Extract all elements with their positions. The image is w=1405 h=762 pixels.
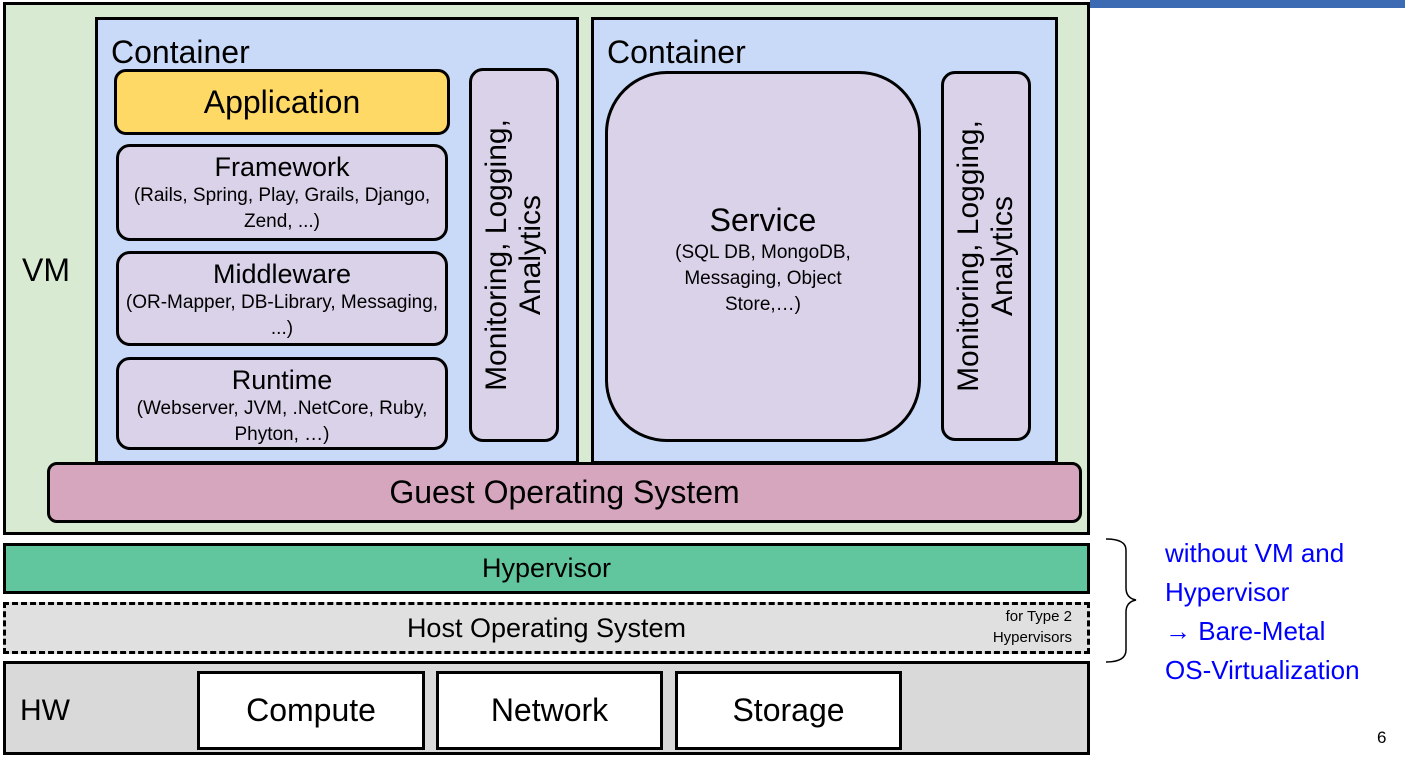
runtime-layer: Runtime (Webserver, JVM, .NetCore, Ruby,…	[116, 357, 448, 450]
bare-metal-note: without VM and Hypervisor → Bare-Metal O…	[1165, 538, 1360, 685]
network-box: Network	[436, 671, 663, 750]
host-os-layer: Host Operating System	[3, 602, 1090, 654]
monitoring-box-1: Monitoring, Logging, Analytics	[469, 68, 559, 442]
middleware-examples: (OR-Mapper, DB-Library, Messaging, ...)	[125, 292, 439, 339]
vm-label: VM	[22, 252, 70, 288]
monitoring-label-2: Monitoring, Logging, Analytics	[952, 120, 1019, 392]
monitoring-label-1: Monitoring, Logging, Analytics	[480, 119, 547, 391]
container-2-title: Container	[607, 34, 746, 70]
application-box: Application	[114, 69, 450, 135]
service-examples: (SQL DB, MongoDB, Messaging, Object Stor…	[675, 242, 851, 315]
runtime-examples: (Webserver, JVM, .NetCore, Ruby, Phyton,…	[136, 398, 428, 445]
framework-layer: Framework (Rails, Spring, Play, Grails, …	[116, 144, 448, 241]
monitoring-box-2: Monitoring, Logging, Analytics	[941, 71, 1031, 441]
middleware-title: Middleware	[212, 259, 352, 289]
compute-box: Compute	[197, 671, 425, 750]
storage-box: Storage	[675, 671, 902, 750]
container-1-title: Container	[111, 34, 250, 70]
service-box: Service (SQL DB, MongoDB, Messaging, Obj…	[605, 71, 921, 442]
middleware-layer: Middleware (OR-Mapper, DB-Library, Messa…	[116, 251, 448, 346]
curly-brace	[1105, 538, 1137, 663]
page-number: 6	[1377, 728, 1387, 747]
hypervisor-layer: Hypervisor	[3, 543, 1090, 594]
service-title: Service	[709, 202, 817, 238]
framework-title: Framework	[214, 152, 350, 182]
guest-os-layer: Guest Operating System	[47, 462, 1082, 523]
runtime-title: Runtime	[231, 365, 333, 395]
host-os-note: for Type 2 Hypervisors	[992, 608, 1072, 646]
hw-label: HW	[20, 694, 70, 727]
framework-examples: (Rails, Spring, Play, Grails, Django, Ze…	[133, 185, 431, 232]
top-accent-bar	[1090, 0, 1405, 8]
